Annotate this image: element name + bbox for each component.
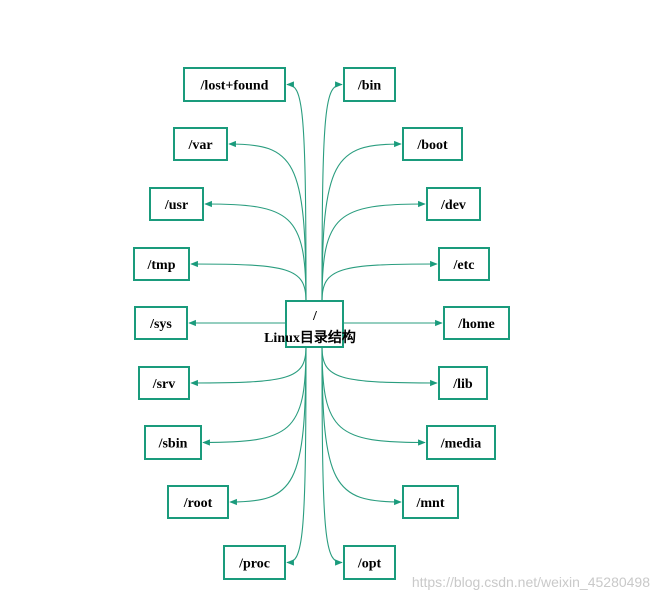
node-lib[interactable]: /lib [438, 366, 488, 400]
edge-bin [321, 81, 343, 302]
node-box-var [173, 127, 228, 161]
edge-tmp [190, 260, 307, 302]
edge-srv [190, 346, 307, 387]
edge-proc [286, 346, 307, 566]
edges [188, 81, 443, 566]
node-label-lost-found: /lost+found [200, 79, 269, 94]
node-label-opt: /opt [357, 557, 382, 572]
node-opt[interactable]: /opt [343, 545, 396, 580]
edge-boot [321, 140, 402, 302]
node-box-usr [149, 187, 204, 221]
node-box-etc [438, 247, 490, 281]
node-box-sys [134, 306, 188, 340]
node-box-lib [438, 366, 488, 400]
node-label-home: /home [457, 317, 495, 332]
node-label-lib: /lib [452, 377, 473, 392]
node-srv[interactable]: /srv [138, 366, 190, 400]
node-box-opt [343, 545, 396, 580]
node-media[interactable]: /media [426, 425, 496, 460]
root-label: / [312, 309, 318, 324]
node-label-sys: /sys [149, 317, 172, 332]
node-label-proc: /proc [238, 557, 270, 572]
node-box-sbin [144, 425, 202, 460]
node-box-home [443, 306, 510, 340]
edge-dev [321, 200, 426, 302]
node-label-root: /root [183, 496, 213, 511]
node-label-etc: /etc [453, 258, 475, 273]
node-sys[interactable]: /sys [134, 306, 188, 340]
node-boot[interactable]: /boot [402, 127, 463, 161]
node-proc[interactable]: /proc [223, 545, 286, 580]
edge-usr [204, 200, 307, 302]
watermark-text: https://blog.csdn.net/weixin_45280498 [411, 574, 650, 590]
root-node[interactable]: / Linux目录结构 [264, 300, 356, 348]
edge-opt [321, 346, 343, 566]
node-label-srv: /srv [152, 377, 176, 392]
node-box-proc [223, 545, 286, 580]
node-bin[interactable]: /bin [343, 67, 396, 102]
edge-lost-found [286, 81, 307, 302]
edge-lib [321, 346, 438, 387]
node-home[interactable]: /home [443, 306, 510, 340]
edge-etc [321, 260, 438, 302]
node-label-usr: /usr [164, 198, 188, 213]
node-label-sbin: /sbin [158, 437, 188, 452]
node-box-mnt [402, 485, 459, 519]
node-label-mnt: /mnt [416, 496, 445, 511]
node-label-media: /media [440, 437, 481, 452]
node-box-boot [402, 127, 463, 161]
node-box-lost-found [183, 67, 286, 102]
edge-var [228, 140, 307, 302]
node-box-srv [138, 366, 190, 400]
node-sbin[interactable]: /sbin [144, 425, 202, 460]
node-label-dev: /dev [440, 198, 466, 213]
node-etc[interactable]: /etc [438, 247, 490, 281]
node-tmp[interactable]: /tmp [133, 247, 190, 281]
node-label-var: /var [187, 138, 212, 153]
edge-root [229, 346, 307, 506]
edge-mnt [321, 346, 402, 506]
node-label-boot: /boot [416, 138, 448, 153]
node-box-bin [343, 67, 396, 102]
node-box-tmp [133, 247, 190, 281]
node-box-root [167, 485, 229, 519]
node-usr[interactable]: /usr [149, 187, 204, 221]
node-box-dev [426, 187, 481, 221]
edge-media [321, 346, 426, 446]
edge-sbin [202, 346, 307, 446]
node-var[interactable]: /var [173, 127, 228, 161]
root-sublabel: Linux目录结构 [264, 329, 356, 346]
node-lost-found[interactable]: /lost+found [183, 67, 286, 102]
node-label-tmp: /tmp [147, 258, 176, 273]
nodes: /lost+found/var/usr/tmp/sys/srv/sbin/roo… [133, 67, 510, 580]
node-root[interactable]: /root [167, 485, 229, 519]
node-box-media [426, 425, 496, 460]
node-label-bin: /bin [357, 79, 382, 94]
node-dev[interactable]: /dev [426, 187, 481, 221]
node-mnt[interactable]: /mnt [402, 485, 459, 519]
